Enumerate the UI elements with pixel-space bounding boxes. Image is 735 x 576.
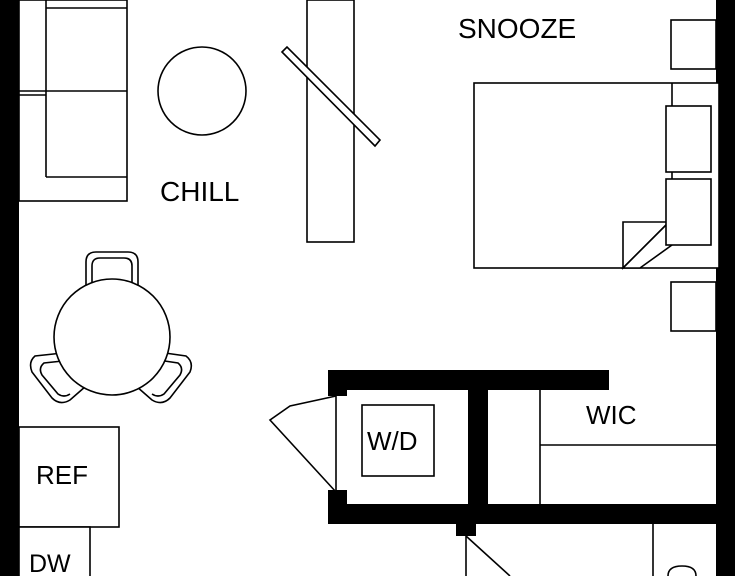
sofa	[18, 0, 128, 202]
laundry-left-wall-top	[328, 370, 347, 396]
left-exterior-wall	[0, 0, 19, 576]
pillow-bottom	[665, 178, 712, 246]
refrigerator	[18, 426, 120, 528]
right-exterior-wall	[716, 0, 735, 576]
room-label-dishwasher: DW	[29, 550, 71, 576]
nightstand-top	[670, 19, 717, 70]
room-label-wic: WIC	[586, 400, 637, 430]
toilet-edge	[667, 565, 697, 576]
room-label-snooze: SNOOZE	[458, 13, 576, 44]
closet-bottom-wall	[328, 504, 718, 524]
laundry-door	[268, 395, 337, 493]
room-label-fridge: REF	[36, 460, 88, 490]
room-label-laundry: W/D	[367, 426, 418, 456]
closet-shelving	[539, 390, 716, 504]
dishwasher	[18, 526, 91, 576]
room-label-chill: CHILL	[160, 176, 239, 207]
wall-stub	[456, 522, 476, 536]
pillow-top	[665, 105, 712, 173]
bathroom-door	[465, 535, 511, 576]
washer-dryer	[361, 404, 435, 477]
nightstand-bottom	[670, 281, 717, 332]
dining-set	[29, 251, 193, 404]
media-console	[280, 0, 382, 243]
laundry-closet-divider-wall	[468, 370, 488, 524]
coffee-table	[157, 46, 247, 136]
dining-table	[53, 278, 171, 396]
